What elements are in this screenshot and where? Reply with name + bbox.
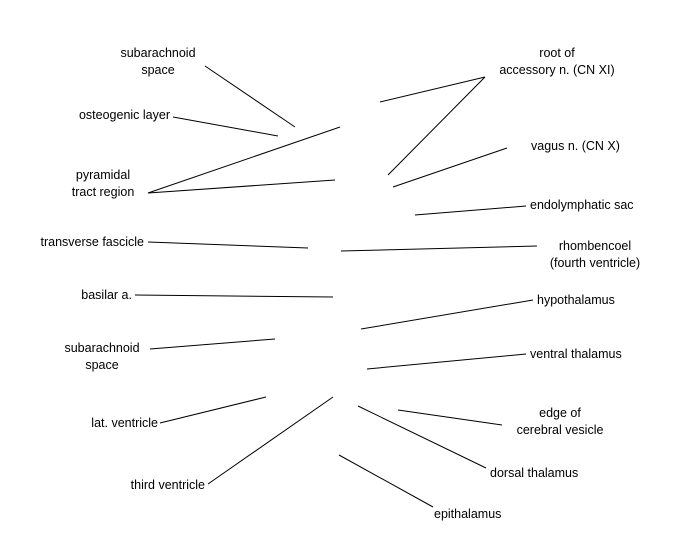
- label-basilar-a: basilar a.: [81, 288, 132, 302]
- label-hypothalamus: hypothalamus: [537, 293, 615, 307]
- leader-ventral-thalamus: [366, 353, 527, 370]
- label-rhombencoel: rhombencoel (fourth ventricle): [549, 239, 641, 270]
- leader-endolymphatic-sac: [414, 205, 527, 216]
- label-vagus-n: vagus n. (CN X): [531, 139, 620, 153]
- label-endolymphatic-sac: endolymphatic sac: [530, 198, 634, 212]
- leader-rhombencoel: [340, 245, 538, 252]
- leader-dorsal-thalamus: [357, 405, 487, 469]
- label-dorsal-thalamus: dorsal thalamus: [490, 466, 579, 480]
- label-lat-ventricle: lat. ventricle: [91, 416, 158, 430]
- label-epithalamus: epithalamus: [434, 507, 502, 521]
- leader-vagus-n: [392, 147, 508, 188]
- leader-transverse-fascicle: [147, 241, 309, 249]
- leader-third-ventricle: [207, 396, 334, 485]
- leader-basilar-a: [134, 294, 334, 298]
- leader-root-accessory-lower: [387, 76, 486, 176]
- label-transverse-fascicle: transverse fascicle: [40, 235, 144, 249]
- leader-subarachnoid-space-bottom: [149, 338, 276, 350]
- label-third-ventricle: third ventricle: [130, 478, 205, 492]
- label-ventral-thalamus: ventral thalamus: [530, 347, 622, 361]
- label-edge-cerebral-vesicle: edge of cerebral vesicle: [516, 406, 604, 437]
- leader-edge-cerebral-vesicle: [397, 409, 503, 426]
- label-osteogenic-layer: osteogenic layer: [78, 108, 170, 122]
- leader-root-accessory-upper: [379, 76, 486, 103]
- leader-subarachnoid-space-top: [204, 65, 296, 128]
- leader-lat-ventricle: [159, 396, 267, 424]
- leader-pyramidal-tract-upper: [147, 126, 341, 194]
- label-subarachnoid-space-bottom: subarachnoid space: [64, 341, 140, 372]
- leader-osteogenic-layer: [172, 116, 279, 137]
- label-root-accessory-n: root of accessory n. (CN XI): [499, 46, 615, 77]
- label-pyramidal-tract-region: pyramidal tract region: [71, 168, 135, 199]
- leader-pyramidal-tract-lower: [147, 179, 336, 194]
- leader-epithalamus: [338, 454, 434, 508]
- label-subarachnoid-space-top: subarachnoid space: [120, 46, 196, 77]
- leader-hypothalamus: [360, 299, 534, 330]
